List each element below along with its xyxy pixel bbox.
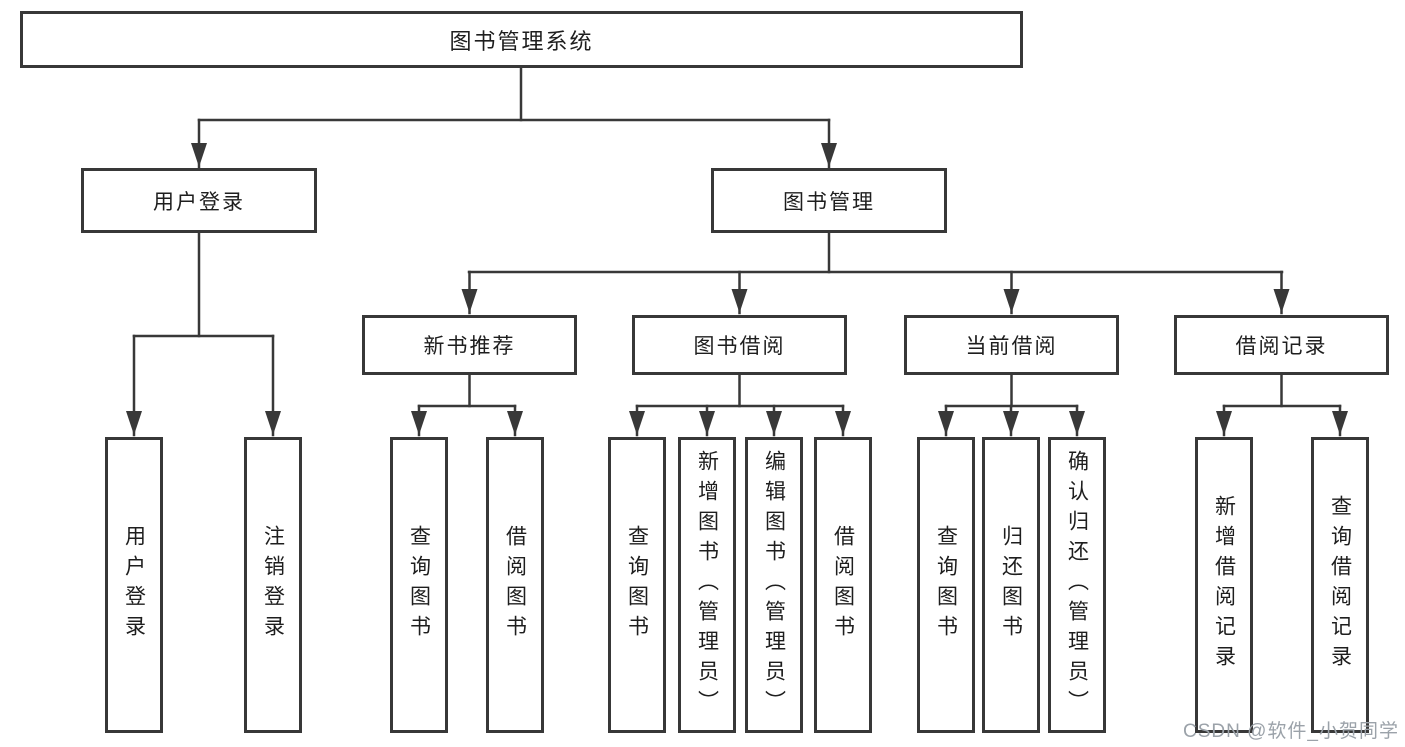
leaf-borrow-query-label: 查询图书 — [625, 525, 649, 645]
leaf-logout: 注销登录 — [244, 437, 302, 733]
node-current-borrow: 当前借阅 — [904, 315, 1119, 375]
leaf-newbooks-query: 查询图书 — [390, 437, 448, 733]
leaf-logout-label: 注销登录 — [261, 525, 285, 645]
leaf-borrow-book-label: 借阅图书 — [831, 525, 855, 645]
leaf-current-query-label: 查询图书 — [934, 525, 958, 645]
leaf-user-login: 用户登录 — [105, 437, 163, 733]
leaf-current-return: 归还图书 — [982, 437, 1040, 733]
leaf-borrow-edit-book: 编辑图书（管理员） — [745, 437, 803, 733]
leaf-records-add: 新增借阅记录 — [1195, 437, 1253, 733]
leaf-borrow-add-book: 新增图书（管理员） — [678, 437, 736, 733]
leaf-records-query: 查询借阅记录 — [1311, 437, 1369, 733]
node-book-management: 图书管理 — [711, 168, 947, 233]
csdn-watermark: CSDN @软件_小贺同学 — [1183, 721, 1399, 742]
node-user-login: 用户登录 — [81, 168, 317, 233]
leaf-borrow-edit-book-label: 编辑图书（管理员） — [762, 450, 786, 720]
leaf-records-add-label: 新增借阅记录 — [1212, 495, 1236, 675]
node-book-borrow: 图书借阅 — [632, 315, 847, 375]
node-borrow-records: 借阅记录 — [1174, 315, 1389, 375]
leaf-borrow-query: 查询图书 — [608, 437, 666, 733]
leaf-records-query-label: 查询借阅记录 — [1328, 495, 1352, 675]
node-root: 图书管理系统 — [20, 11, 1023, 68]
leaf-current-confirm-return-label: 确认归还（管理员） — [1065, 450, 1089, 720]
leaf-borrow-add-book-label: 新增图书（管理员） — [695, 450, 719, 720]
leaf-current-return-label: 归还图书 — [999, 525, 1023, 645]
leaf-current-query: 查询图书 — [917, 437, 975, 733]
leaf-newbooks-borrow: 借阅图书 — [486, 437, 544, 733]
node-new-book-recommend: 新书推荐 — [362, 315, 577, 375]
leaf-borrow-book: 借阅图书 — [814, 437, 872, 733]
leaf-newbooks-query-label: 查询图书 — [407, 525, 431, 645]
leaf-user-login-label: 用户登录 — [122, 525, 146, 645]
leaf-newbooks-borrow-label: 借阅图书 — [503, 525, 527, 645]
leaf-current-confirm-return: 确认归还（管理员） — [1048, 437, 1106, 733]
